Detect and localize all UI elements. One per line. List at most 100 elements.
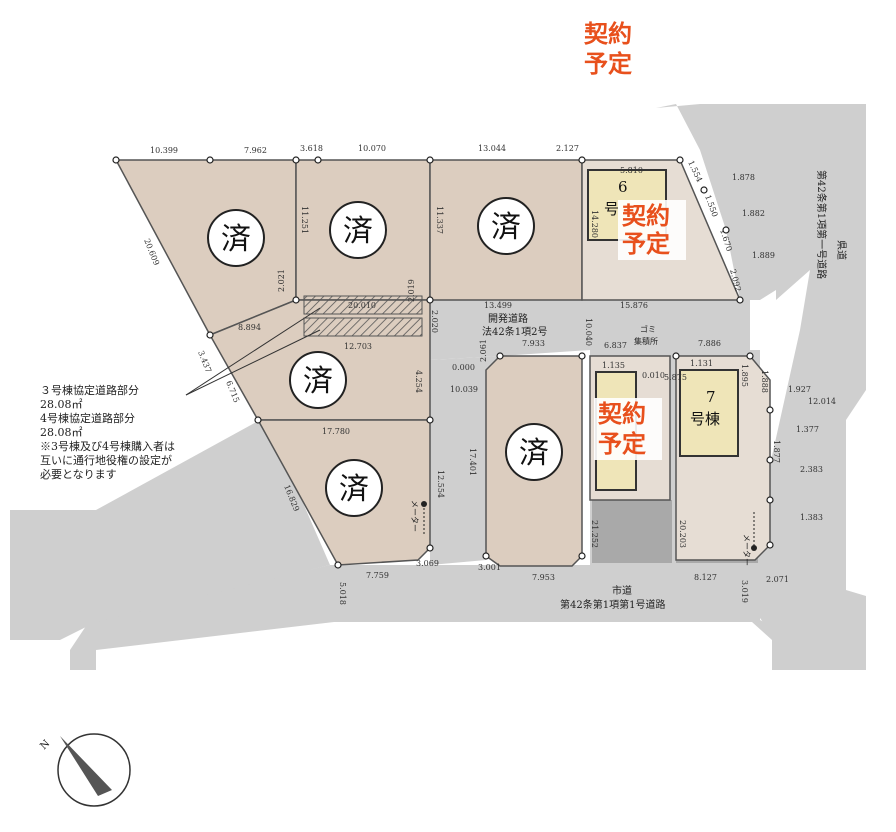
- center-road: [430, 356, 500, 565]
- dim-right-f: 1.889: [752, 251, 775, 260]
- note-line-5: ※3号棟及び4号棟購入者は: [40, 439, 175, 453]
- note-line-7: 必要となります: [40, 468, 117, 481]
- contract-top-1: 契約: [584, 20, 632, 48]
- bottom-city-road: [70, 565, 800, 670]
- dim-col-b: 2.061: [479, 339, 488, 362]
- note-line-3: 4号棟協定道路部分: [40, 411, 135, 425]
- dim-top5: 13.044: [478, 144, 506, 153]
- dim-bottom-c: 5.018: [338, 582, 347, 605]
- contract-bg-6: [618, 200, 686, 260]
- meter-dot-1: [421, 501, 427, 507]
- survey-points: [112, 156, 774, 569]
- contract-labels: 契約 予定 契約 予定 契約 予定: [584, 20, 670, 458]
- building-7: [679, 369, 739, 457]
- dim-top6: 2.127: [556, 144, 579, 153]
- meter-label-2: メーター: [742, 534, 751, 566]
- sold-circle-6: [505, 423, 563, 481]
- dim-lot7-b: 1.377: [796, 425, 819, 434]
- note-line-6: 互いに通行地役権の設定が: [40, 453, 172, 467]
- sold-circle-4: [289, 351, 347, 409]
- dim-row2-b: 12.703: [344, 342, 372, 351]
- dim-lot7-d: 1.888: [760, 370, 769, 393]
- building-7-label: 号棟: [690, 410, 720, 428]
- dim-road-mid: 10.039: [450, 385, 478, 394]
- dim-lot-c-top: 6.837: [604, 341, 627, 350]
- left-road: [10, 420, 330, 640]
- note-leader-2: [185, 329, 321, 396]
- dim-mid-c: 20.010: [348, 301, 376, 310]
- meter-dot-2: [751, 545, 757, 551]
- dim-row2-mid: 13.499: [484, 301, 512, 310]
- dim-top4: 10.070: [358, 144, 386, 153]
- dim-top3: 3.618: [300, 144, 323, 153]
- dim-lot-c-c: 0.010: [642, 371, 665, 380]
- building-6-number: 6: [618, 178, 628, 196]
- sold-markers: 済 済 済 済 済 済: [207, 197, 563, 517]
- city-road-label-1: 市道: [612, 584, 632, 597]
- dim-col-c: 21.252: [590, 520, 599, 548]
- note-line-1: ３号棟協定道路部分: [40, 383, 139, 397]
- dim-lot7-g: 1.877: [772, 440, 781, 463]
- dim-lot7-h: 2.071: [766, 575, 789, 584]
- dim-lot7-top: 7.933: [522, 339, 545, 348]
- meter-label-1: メーター: [410, 500, 419, 532]
- dim-mid-a: 2.021: [277, 269, 286, 292]
- dim-col-d: 20.203: [678, 520, 687, 548]
- sold-circle-1: [207, 209, 265, 267]
- compass-needle: [60, 736, 112, 796]
- dim-top2: 7.962: [244, 146, 267, 155]
- dim-row2-d: 3.437: [196, 349, 213, 374]
- contract-6-1: 契約: [622, 202, 670, 230]
- dim-lot-f-right: 12.554: [436, 470, 445, 498]
- dim-lot7-e: 2.383: [800, 465, 823, 474]
- curved-road: [656, 104, 776, 300]
- parking-5: [592, 500, 672, 563]
- private-dev-road: [430, 300, 750, 360]
- building-7-number: 7: [706, 388, 716, 406]
- sold-circle-5: [325, 459, 383, 517]
- easement-note: ３号棟協定道路部分 28.08㎡ 4号棟協定道路部分 28.08㎡ ※3号棟及び…: [40, 307, 321, 481]
- dim-bottom-e: 7.953: [532, 573, 555, 582]
- note-line-2: 28.08㎡: [40, 398, 83, 411]
- private-road-label-1: 開発道路: [488, 312, 528, 325]
- contract-5-1: 契約: [598, 400, 646, 428]
- compass-ring: [57, 733, 131, 807]
- dim-bottom-b: 3.069: [416, 559, 439, 568]
- dim-right-b: 1.878: [732, 173, 755, 182]
- building-6-suffix: 号: [604, 200, 619, 218]
- dim-top1: 10.399: [150, 146, 178, 155]
- dim-mid2-left: 11.337: [435, 206, 444, 234]
- dim-bottom-f: 8.127: [694, 573, 717, 582]
- dim-bottom-g: 3.019: [740, 580, 749, 603]
- easement-4: [303, 317, 423, 337]
- dim-lot7-f: 1.383: [800, 513, 823, 522]
- sold-text-1: 済: [221, 222, 251, 257]
- garbage-label-b: 集積所: [634, 336, 658, 346]
- dim-mid-b: 2.019: [407, 279, 416, 302]
- lot-1: [114, 159, 297, 336]
- compass-n-label: N: [38, 738, 52, 752]
- dim-right-d: 1.882: [742, 209, 765, 218]
- city-road-label-2: 第42条第1項第1号道路: [560, 598, 665, 611]
- sold-text-6: 済: [519, 436, 549, 471]
- dim-col-a: 0.000: [452, 363, 475, 372]
- contract-5-2: 予定: [598, 430, 646, 458]
- sold-text-5: 済: [339, 472, 369, 507]
- garbage-label: ゴミ: [640, 324, 656, 334]
- easement-3: [303, 295, 423, 315]
- private-road-label-2: 法42条1項2号: [482, 325, 547, 338]
- dim-row2-right: 15.876: [620, 301, 648, 310]
- contract-bg-5: [594, 398, 662, 460]
- dim-lot-c-b: 1.131: [690, 359, 713, 368]
- right-road-label-1: 県道: [835, 240, 848, 260]
- dim-lot7-c: 12.014: [808, 397, 836, 406]
- sold-circle-2: [329, 201, 387, 259]
- dim-lot-c-top2: 7.886: [698, 339, 721, 348]
- dim-left-diag: 20.609: [142, 237, 161, 266]
- dim-row2-left: 8.894: [238, 323, 261, 332]
- dim-lot-b-side: 4.254: [414, 370, 423, 393]
- dim-lot-g-side: 17.401: [468, 448, 477, 476]
- dim-lot-e-a: 5.875: [664, 373, 687, 382]
- sold-text-3: 済: [491, 210, 521, 245]
